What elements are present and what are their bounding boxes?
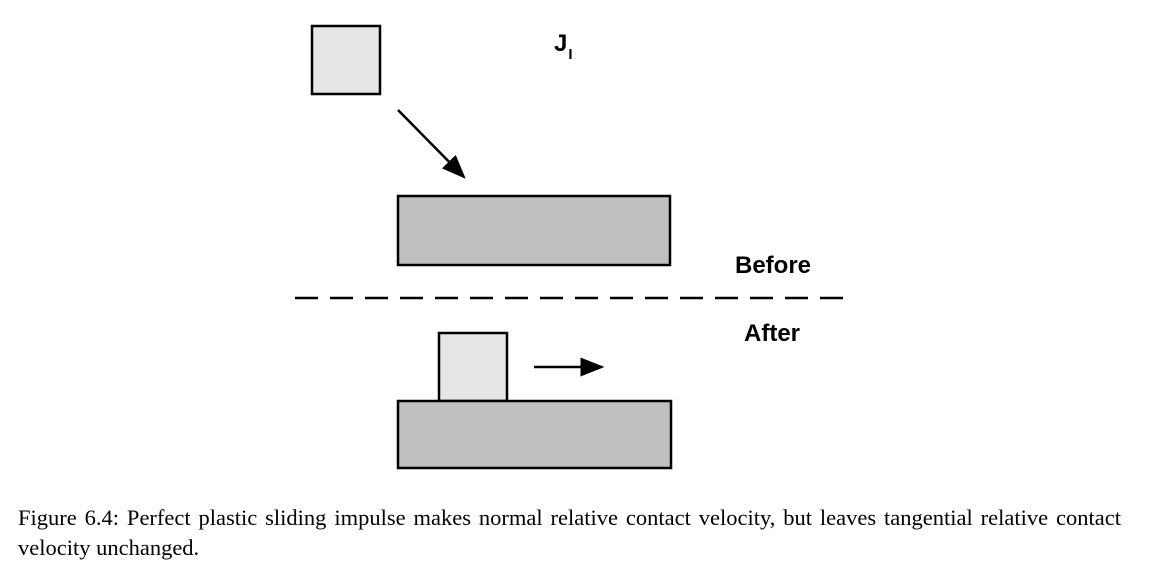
after-label: After bbox=[744, 320, 800, 347]
impulse-subscript: I bbox=[568, 46, 572, 63]
after-state: After bbox=[396, 320, 800, 470]
figure-caption: Figure 6.4: Perfect plastic sliding impu… bbox=[18, 505, 1121, 560]
diagram-canvas: JI Before After bbox=[295, 24, 845, 470]
before-label: Before bbox=[735, 252, 811, 279]
small-block-after bbox=[437, 331, 509, 403]
impulse-label: JI bbox=[554, 30, 573, 63]
before-state: JI Before bbox=[310, 24, 811, 279]
small-block-before bbox=[310, 24, 382, 96]
impulse-symbol: J bbox=[554, 30, 567, 57]
impulse-direction-arrow bbox=[397, 109, 466, 179]
large-block-before bbox=[396, 194, 672, 267]
large-block-after bbox=[396, 399, 673, 470]
